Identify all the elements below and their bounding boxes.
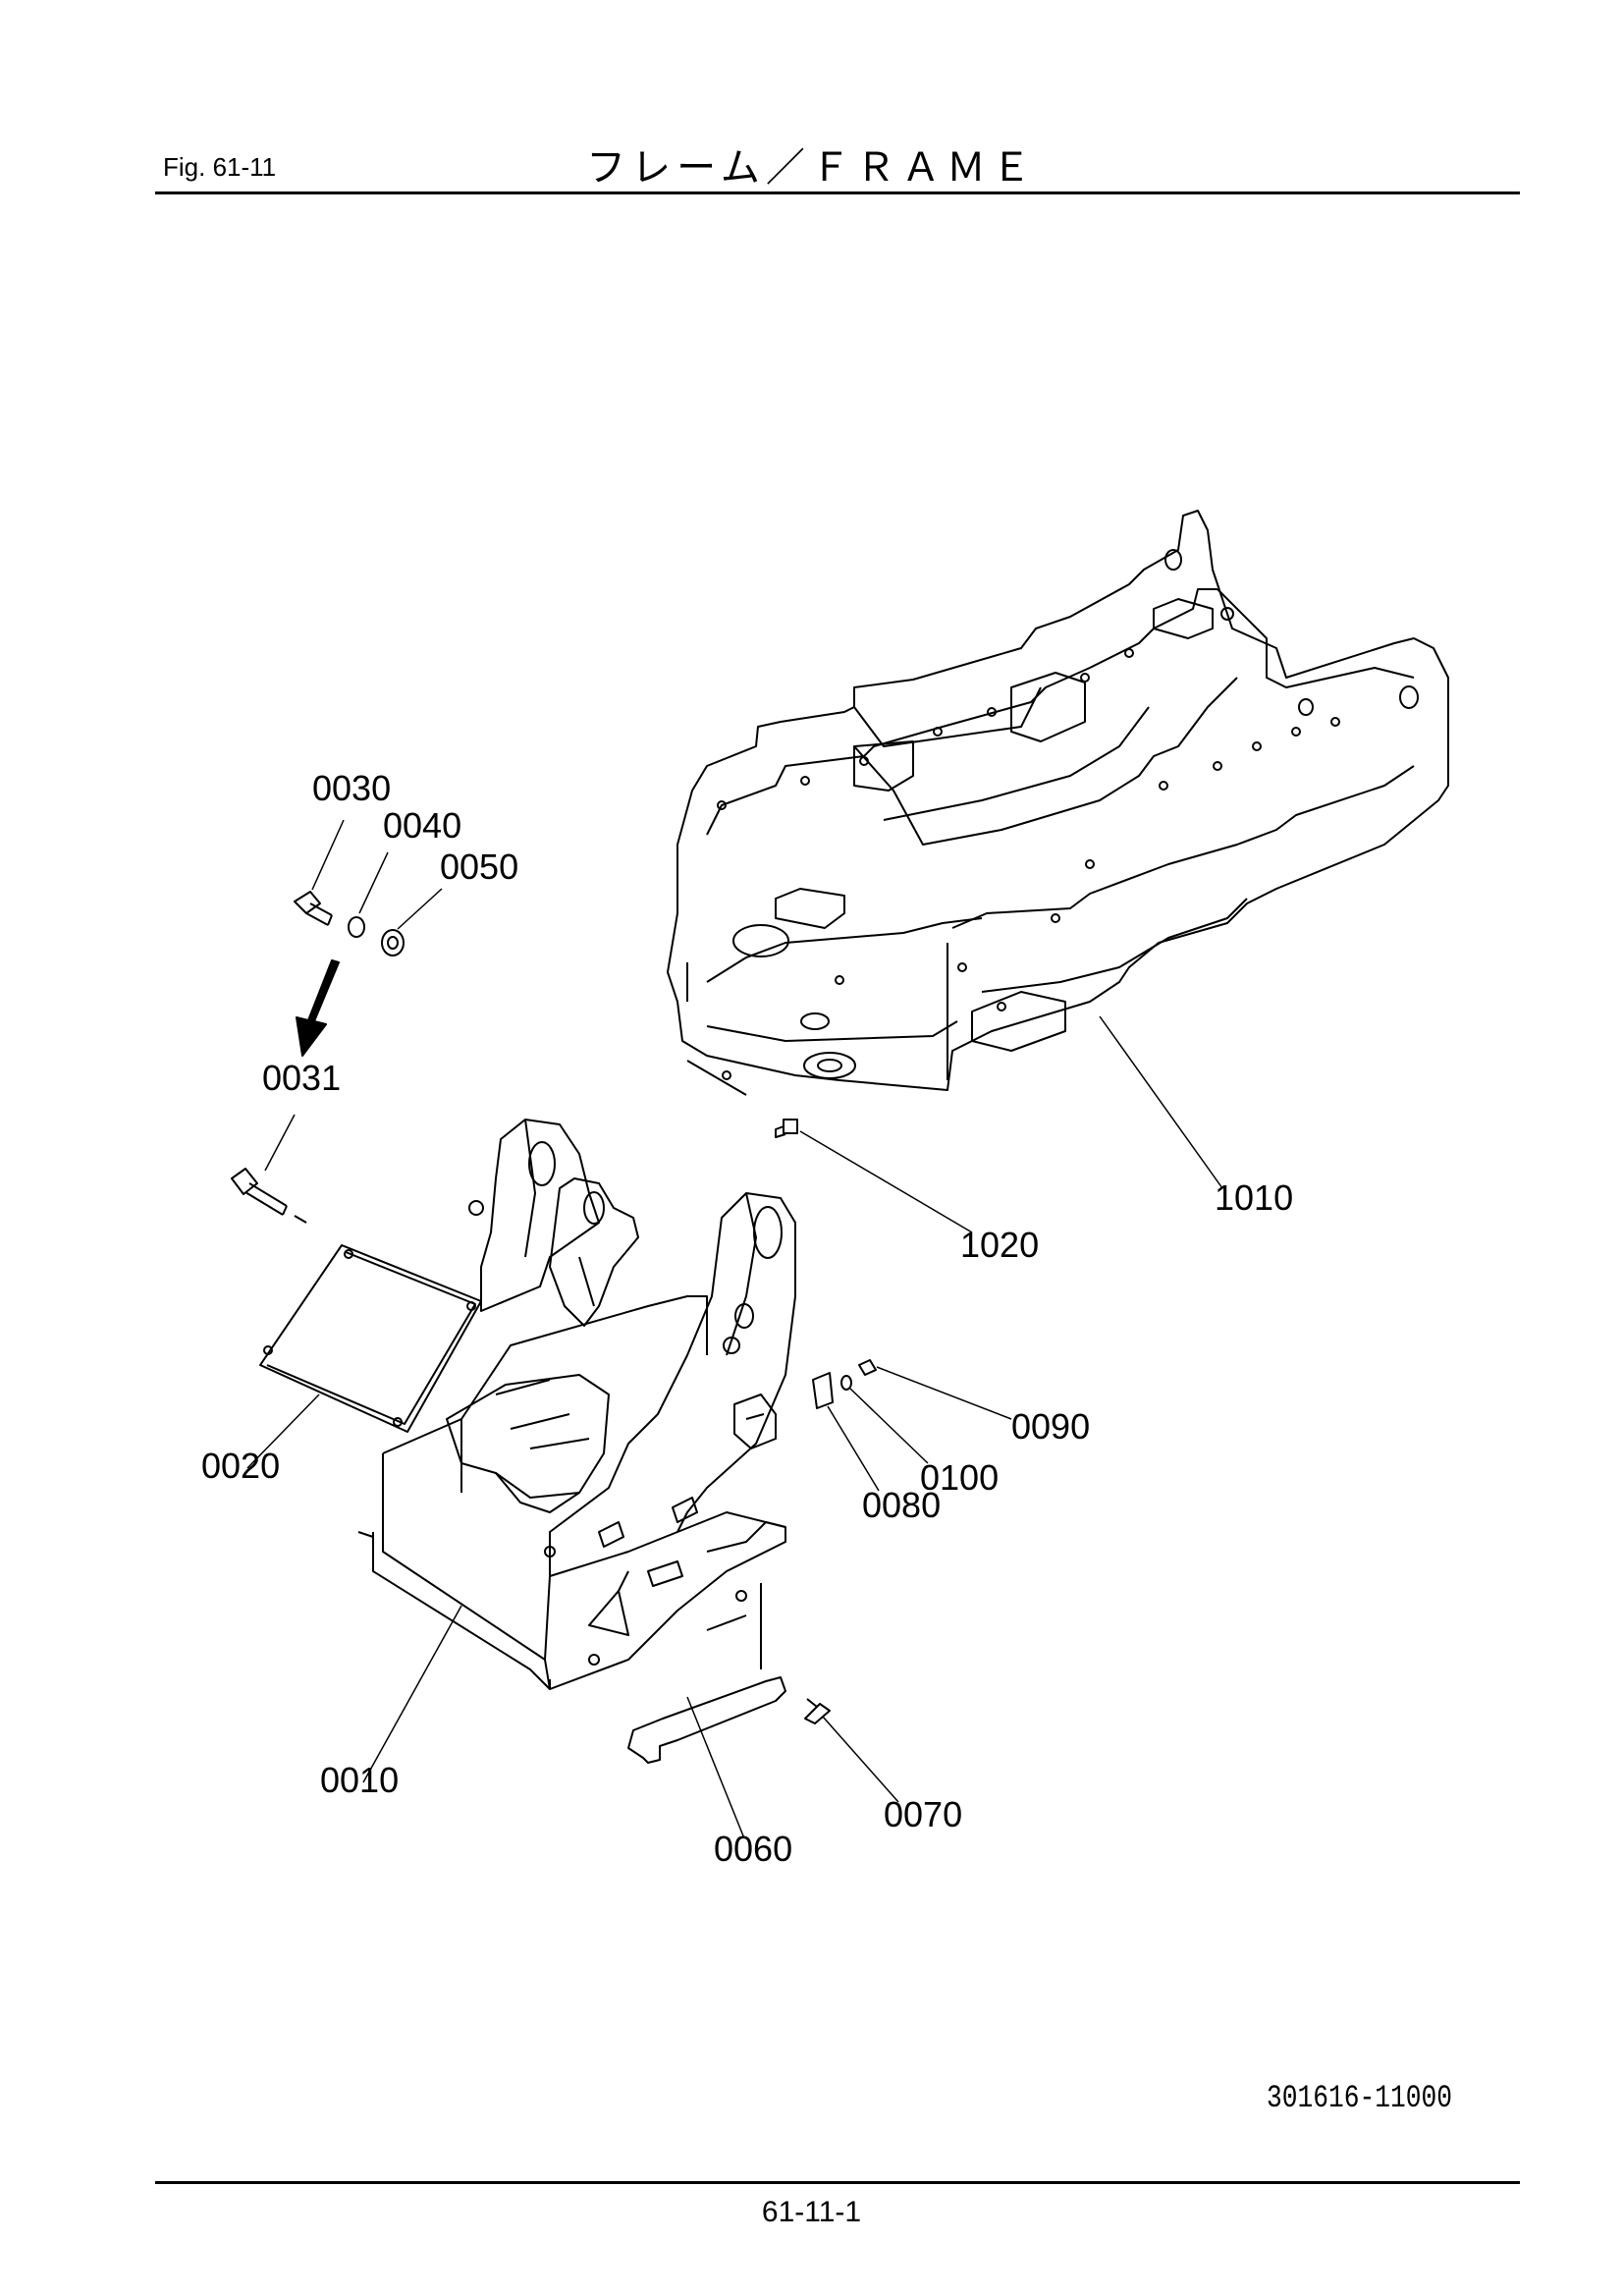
part-label-1010: 1010 bbox=[1215, 1177, 1293, 1218]
part-label-0020: 0020 bbox=[201, 1446, 280, 1486]
washer-0100 bbox=[840, 1375, 852, 1391]
part-label-1020: 1020 bbox=[960, 1225, 1039, 1265]
bracket-0080 bbox=[812, 1372, 834, 1409]
bolt-0030 bbox=[294, 891, 333, 926]
document-number: 301616-11000 bbox=[1267, 2080, 1452, 2116]
washer-0050 bbox=[381, 929, 405, 957]
part-label-0030: 0030 bbox=[312, 768, 391, 808]
assembly-arrow-icon bbox=[296, 959, 340, 1057]
cover-plate-0020 bbox=[259, 1244, 482, 1433]
bolt-0090 bbox=[858, 1359, 877, 1376]
part-label-0090: 0090 bbox=[1011, 1406, 1090, 1447]
page-title: フレーム／ＦＲＡＭＥ bbox=[586, 145, 1037, 191]
pipe-0060 bbox=[627, 1583, 786, 1764]
part-label-0060: 0060 bbox=[714, 1829, 792, 1869]
part-label-0040: 0040 bbox=[383, 805, 461, 846]
lower-frame-0010 bbox=[357, 1119, 796, 1690]
figure-label: Fig. 61-11 bbox=[163, 152, 277, 182]
upper-frame-1010 bbox=[667, 510, 1449, 1138]
clip-0070 bbox=[804, 1698, 831, 1724]
header-rule bbox=[155, 191, 1520, 194]
part-label-0050: 0050 bbox=[440, 847, 518, 887]
bolt-0031 bbox=[231, 1168, 307, 1224]
part-label-0010: 0010 bbox=[320, 1760, 399, 1800]
part-label-0100: 0100 bbox=[920, 1457, 999, 1498]
part-label-0031: 0031 bbox=[262, 1058, 341, 1098]
spring-washer-0040 bbox=[348, 916, 365, 938]
page-number: 61-11-1 bbox=[761, 2196, 862, 2228]
part-label-0080: 0080 bbox=[862, 1485, 941, 1525]
part-label-0070: 0070 bbox=[884, 1794, 962, 1834]
leader-lines bbox=[246, 819, 1223, 1839]
footer-rule bbox=[155, 2181, 1520, 2184]
